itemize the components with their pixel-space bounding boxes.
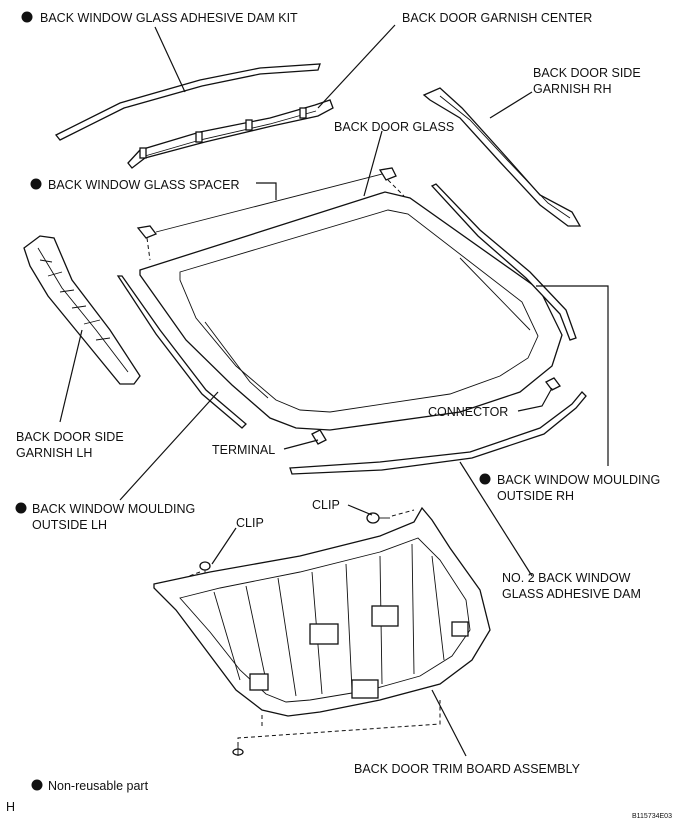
garnish-center-part [127,99,334,169]
label-side-garnish-rh-line1: BACK DOOR SIDE [533,66,641,80]
moulding-outside-rh-part [430,183,577,341]
clip-bottom-part [232,746,244,756]
back-door-glass-part [139,191,563,431]
side-garnish-lh-part [23,235,141,385]
label-terminal: TERMINAL [212,443,275,457]
leader-lines [59,24,609,757]
label-clip-right: CLIP [312,498,340,512]
label-moulding-rh-line2: OUTSIDE RH [497,489,574,503]
label-connector: CONNECTOR [428,405,508,419]
label-side-garnish-lh-line2: GARNISH LH [16,446,92,460]
label-adhesive-dam-kit: BACK WINDOW GLASS ADHESIVE DAM KIT [40,11,298,25]
terminal-part [311,429,327,445]
label-moulding-lh-line1: BACK WINDOW MOULDING [32,502,195,516]
bullet-adhesive-dam-kit [21,11,33,23]
bullet-moulding-lh [15,502,27,514]
label-clip-left: CLIP [236,516,264,530]
trim-board-part [153,506,491,746]
label-glass-spacer: BACK WINDOW GLASS SPACER [48,178,239,192]
clip-right-part [366,509,415,524]
label-trim-board: BACK DOOR TRIM BOARD ASSEMBLY [354,762,581,776]
glass-spacer-part [136,167,405,261]
bullet-glass-spacer [30,178,42,190]
label-no2-dam-line1: NO. 2 BACK WINDOW [502,571,631,585]
label-side-garnish-lh-line1: BACK DOOR SIDE [16,430,124,444]
bullet-legend [31,779,43,791]
side-garnish-rh-part [422,87,582,227]
legend-non-reusable: Non-reusable part [48,779,149,793]
label-garnish-center: BACK DOOR GARNISH CENTER [402,11,592,25]
label-moulding-lh-line2: OUTSIDE LH [32,518,107,532]
adhesive-dam-kit-part [54,63,321,141]
connector-part [545,377,561,391]
label-back-door-glass: BACK DOOR GLASS [334,120,454,134]
figure-code: B115734E03 [632,813,672,820]
moulding-outside-lh-part [116,275,247,429]
label-no2-dam-line2: GLASS ADHESIVE DAM [502,587,641,601]
footer-mark: H [6,800,15,814]
label-side-garnish-rh-line2: GARNISH RH [533,82,611,96]
bullet-moulding-rh [479,473,491,485]
label-moulding-rh-line1: BACK WINDOW MOULDING [497,473,660,487]
no2-adhesive-dam-part [289,391,587,475]
